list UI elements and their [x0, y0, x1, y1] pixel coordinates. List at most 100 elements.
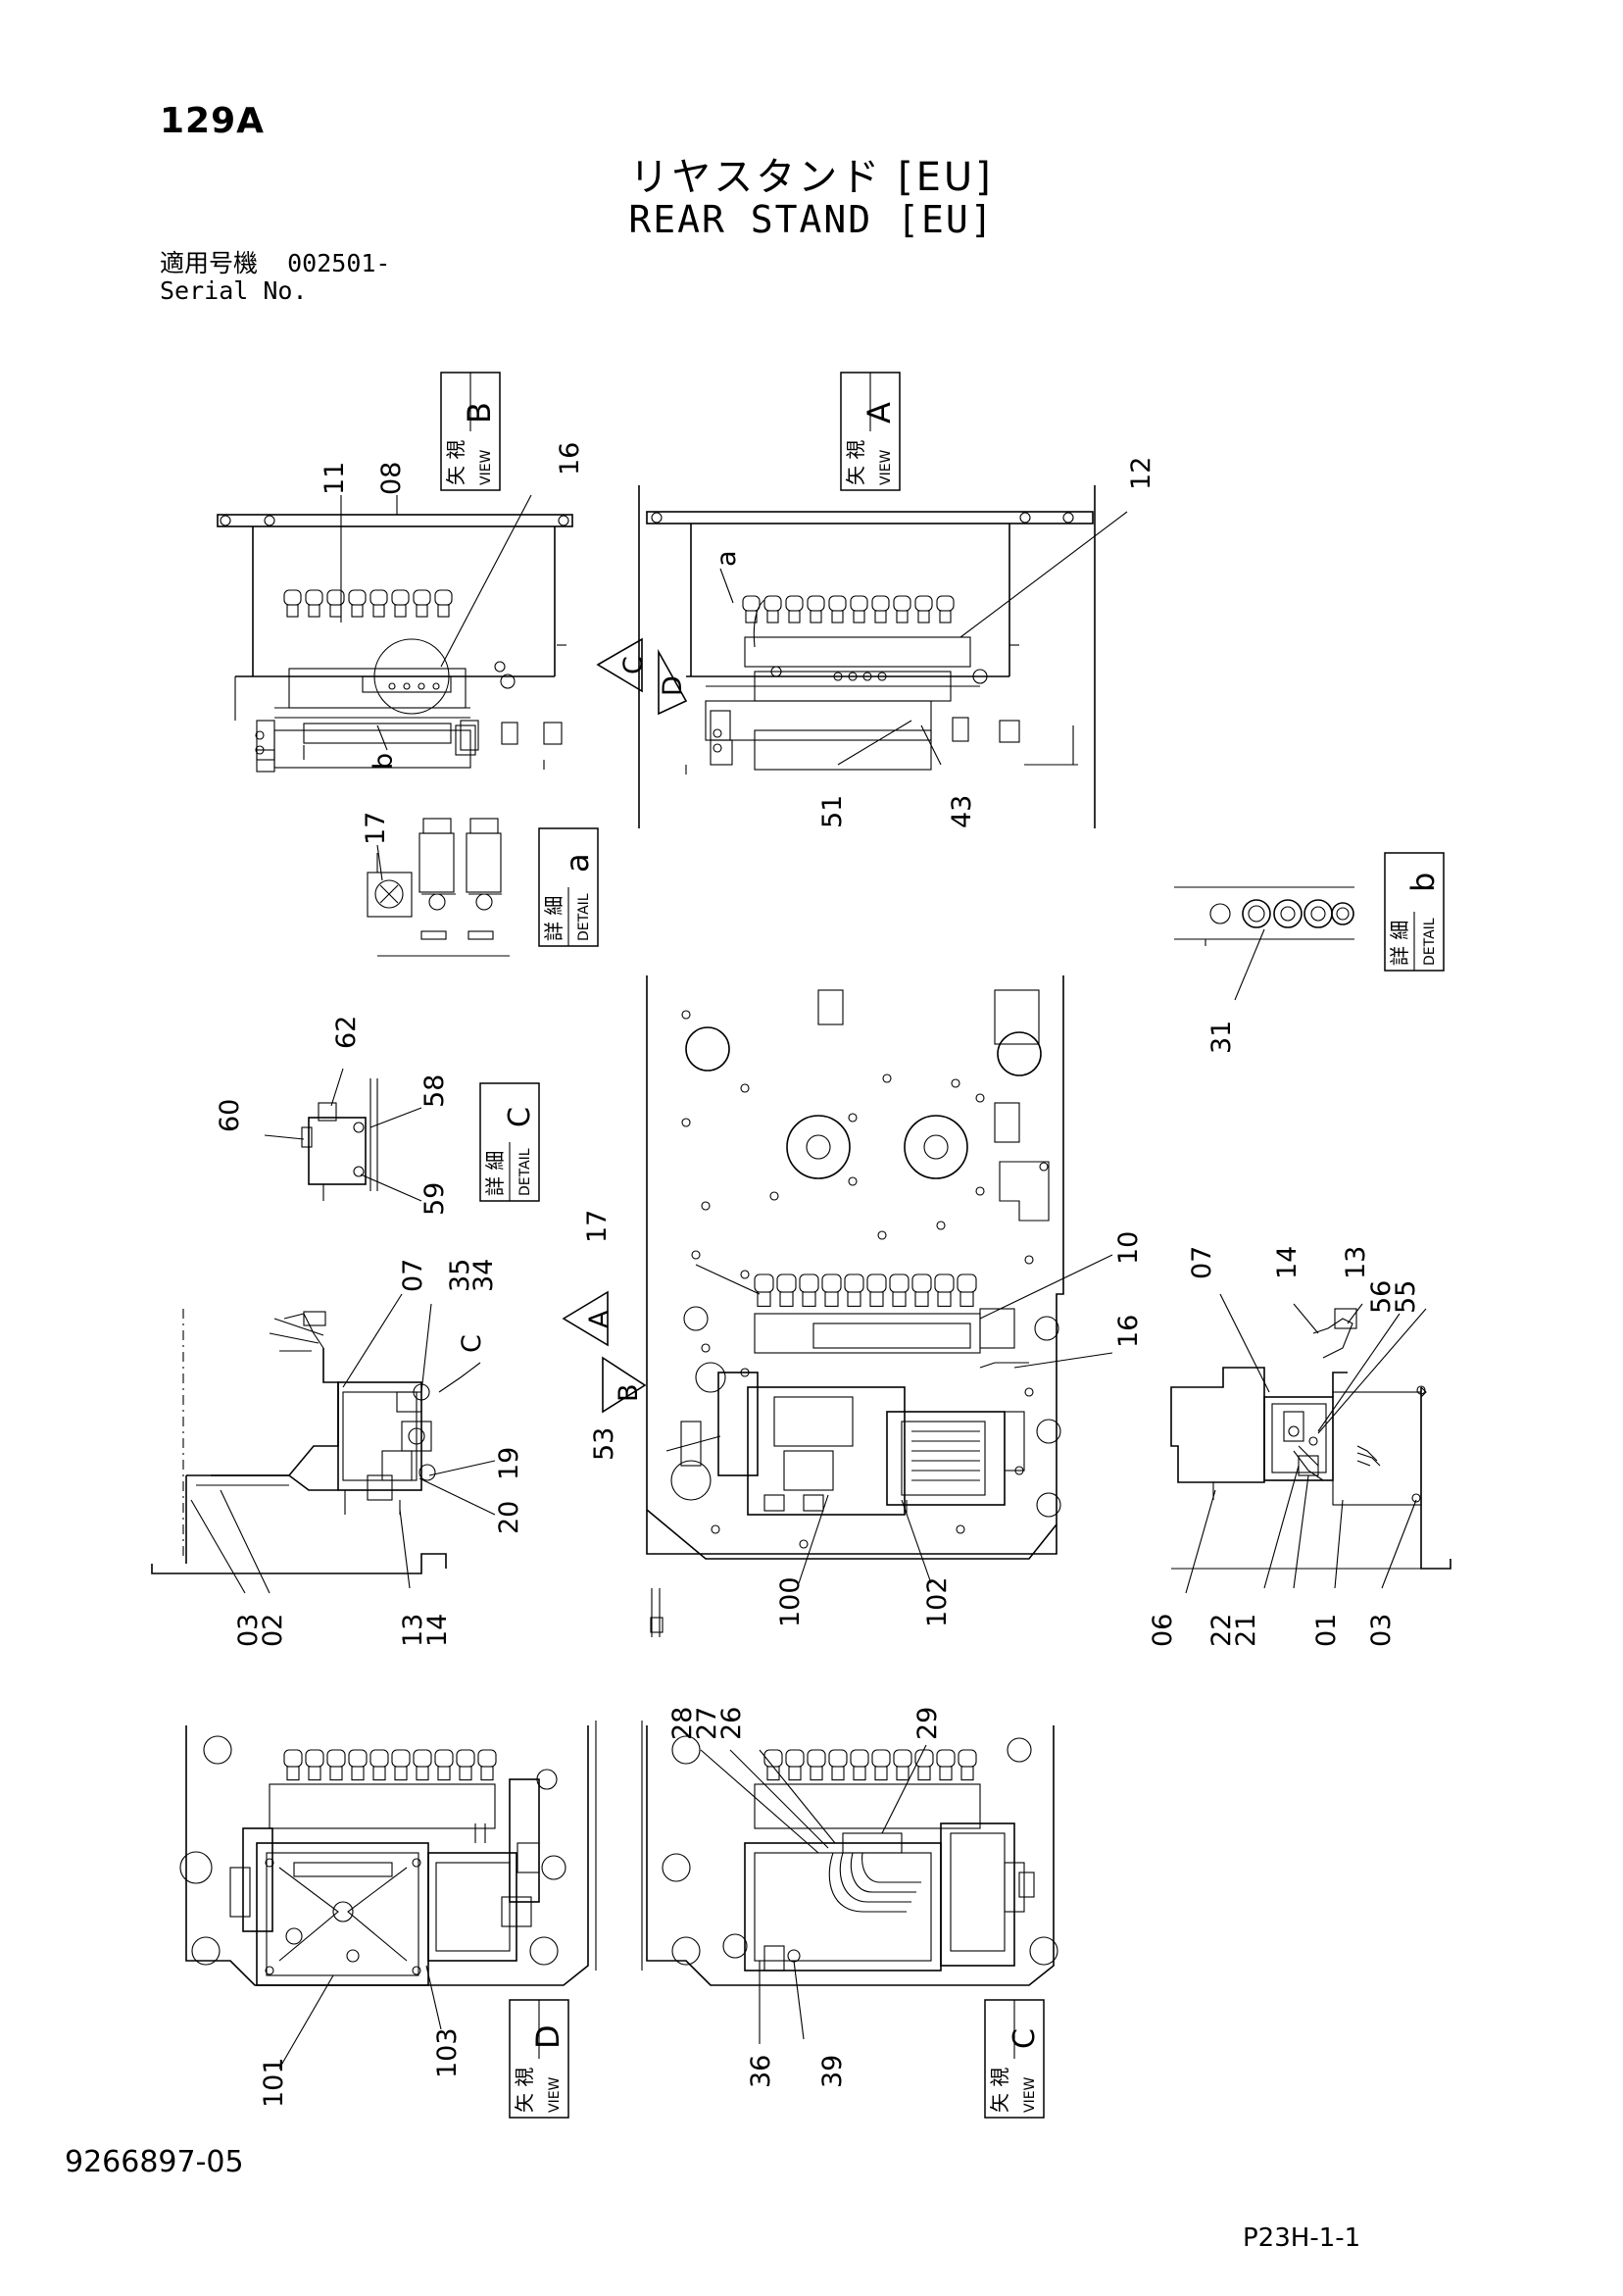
relay-base	[329, 1766, 343, 1781]
relay-base	[831, 1766, 845, 1781]
detail-c-jp: 詳 細	[483, 1151, 507, 1196]
right-side-drawing	[1170, 1308, 1451, 1570]
mount-hole	[740, 1270, 750, 1279]
arrow-c-top-letter: C	[618, 656, 649, 674]
relay	[754, 1273, 774, 1293]
relay-base	[802, 1291, 816, 1307]
detail-b-drawing	[1174, 886, 1354, 946]
relay-base	[329, 604, 342, 618]
relay	[391, 589, 410, 606]
relay	[807, 1749, 826, 1768]
relay-base	[779, 1291, 794, 1307]
left-side-drawing	[151, 1309, 481, 1574]
relay	[348, 1749, 368, 1768]
callout-group-main-plan: 17 10 16 53 100 102	[582, 1210, 1144, 1627]
callout-11: 11	[320, 462, 350, 495]
document-number: 9266897-05	[65, 2145, 244, 2179]
relay	[828, 1749, 848, 1768]
relay-base	[959, 1291, 974, 1307]
title-japanese: リヤスタンド [EU]	[629, 155, 994, 200]
detail-c-letter: C	[503, 1107, 537, 1127]
view-a-letter: A	[861, 402, 898, 424]
relay	[477, 1749, 497, 1768]
callout-22: 22	[1206, 1614, 1237, 1647]
callout-16: 16	[555, 442, 585, 475]
relay-base	[831, 610, 844, 624]
mount-hole	[1024, 1387, 1034, 1397]
relay-base	[896, 610, 909, 624]
mount-hole	[936, 1221, 946, 1230]
relay	[391, 1749, 411, 1768]
callout-group-right-side: 07 14 13 56 55 06 22 21 01 03	[1148, 1246, 1421, 1647]
relay-base	[351, 604, 364, 618]
view-a-drawing	[638, 485, 1096, 828]
main-plan-leaders	[665, 1254, 1113, 1584]
relay	[914, 595, 933, 612]
view-a-label: 矢 視 VIEW A	[840, 372, 901, 491]
callout-51: 51	[817, 795, 848, 828]
callout-13: 13	[398, 1614, 428, 1647]
callout-group-detail-a: 17	[361, 812, 391, 881]
mount-hole	[681, 1118, 691, 1127]
callout-19: 19	[494, 1447, 524, 1480]
relay-base	[308, 604, 320, 618]
relay	[742, 595, 761, 612]
relay-base	[437, 1766, 451, 1781]
callout-16-main: 16	[1113, 1315, 1144, 1348]
relay-base	[853, 610, 865, 624]
callout-07: 07	[398, 1259, 428, 1292]
relay-base	[788, 1766, 802, 1781]
view-b-jp: 矢 視	[444, 440, 467, 485]
detail-b-label: 詳 細 DETAIL b	[1384, 852, 1445, 972]
relay-base	[914, 1291, 929, 1307]
callout-31: 31	[1206, 1021, 1237, 1054]
view-c-en: VIEW	[1022, 2076, 1038, 2113]
view-c-drawing	[641, 1721, 1058, 1986]
relay-base	[939, 1766, 953, 1781]
arrow-d-top-letter: D	[658, 675, 688, 696]
relay-base	[874, 610, 887, 624]
callout-101: 101	[259, 2057, 289, 2108]
relay	[799, 1273, 819, 1293]
relay-base	[308, 1766, 321, 1781]
relay	[763, 595, 782, 612]
page-number: 129A	[160, 101, 266, 141]
view-a-leaders	[719, 511, 1128, 766]
detail-a-letter: a	[559, 853, 596, 873]
callout-03: 03	[233, 1614, 264, 1647]
relay	[844, 1273, 864, 1293]
relay-base	[372, 604, 385, 618]
callout-17: 17	[361, 812, 391, 845]
callout-34: 34	[468, 1259, 499, 1292]
relay	[871, 595, 890, 612]
callout-group-detail-b: 31	[1206, 928, 1265, 1054]
relay-base	[896, 1766, 910, 1781]
arrow-b-small: b	[369, 753, 399, 770]
arrow-b-mid: B	[602, 1356, 647, 1414]
callout-14-right: 14	[1272, 1246, 1303, 1279]
callout-29: 29	[912, 1707, 943, 1740]
callout-36: 36	[746, 2055, 776, 2088]
relay-base	[416, 1766, 429, 1781]
view-c-label: 矢 視 VIEW C	[984, 1999, 1045, 2119]
detail-b-letter: b	[1404, 873, 1442, 892]
relay-base	[351, 1766, 365, 1781]
relay-base	[869, 1291, 884, 1307]
relay	[456, 1749, 475, 1768]
relay	[305, 589, 323, 606]
view-b-drawing	[217, 514, 573, 773]
arrow-c-top: C	[596, 637, 649, 693]
relay	[821, 1273, 842, 1293]
arrow-a-mid: A	[562, 1290, 615, 1347]
callout-21: 21	[1231, 1614, 1261, 1647]
relay-base	[853, 1766, 866, 1781]
callout-10: 10	[1113, 1231, 1144, 1265]
callout-03-right: 03	[1366, 1614, 1397, 1647]
view-d-en: VIEW	[547, 2076, 563, 2113]
mount-hole	[1039, 1162, 1049, 1172]
main-plan-drawing	[646, 975, 1064, 1637]
relay	[893, 1749, 912, 1768]
callout-100: 100	[775, 1576, 806, 1627]
mount-hole	[877, 1230, 887, 1240]
relay	[893, 595, 911, 612]
